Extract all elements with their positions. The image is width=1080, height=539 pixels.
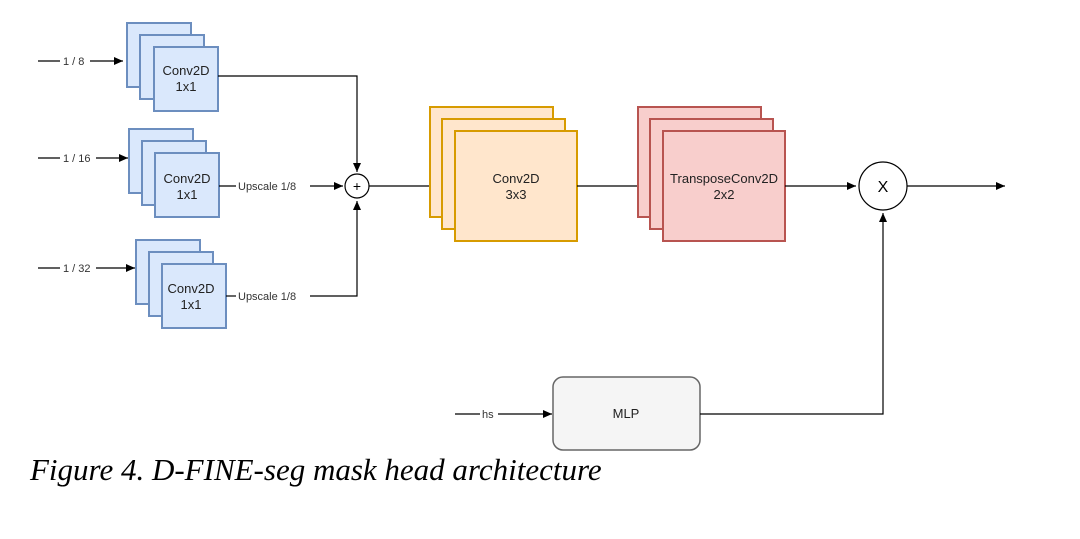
input-arrow-1-32: 1 / 32 xyxy=(38,263,135,275)
edge-bot-to-add: Upscale 1/8 xyxy=(226,201,361,303)
edge-mlp-to-multiply xyxy=(700,213,887,415)
conv2d-1x1-top-label: Conv2D xyxy=(163,63,210,78)
conv2d-3x3-label: Conv2D xyxy=(493,171,540,186)
add-symbol: + xyxy=(353,178,361,194)
conv2d-1x1-bot-stack: Conv2D 1x1 xyxy=(135,239,227,329)
input-label-hs: hs xyxy=(482,409,494,421)
input-arrow-hs: hs xyxy=(455,409,552,421)
multiply-node: X xyxy=(858,161,908,211)
input-arrow-1-8: 1 / 8 xyxy=(38,56,123,68)
conv2d-1x1-bot-size: 1x1 xyxy=(181,297,202,312)
upscale-bot-label: Upscale 1/8 xyxy=(238,291,296,303)
input-label-1-16: 1 / 16 xyxy=(63,153,91,165)
conv2d-1x1-top-stack: Conv2D 1x1 xyxy=(126,22,219,112)
input-label-1-8: 1 / 8 xyxy=(63,56,84,68)
mlp-block: MLP xyxy=(552,376,701,451)
transpose-conv2d-label: TransposeConv2D xyxy=(670,171,778,186)
upscale-mid-label: Upscale 1/8 xyxy=(238,181,296,193)
figure-caption: Figure 4. D-FINE-seg mask head architect… xyxy=(30,452,602,487)
conv2d-1x1-bot-label: Conv2D xyxy=(168,281,215,296)
mask-head-diagram: 1 / 8 1 / 16 1 / 32 Conv2D 1x1 Conv2D 1x… xyxy=(38,22,1005,451)
conv2d-1x1-top-size: 1x1 xyxy=(176,79,197,94)
transpose-conv2d-stack: TransposeConv2D 2x2 xyxy=(637,106,786,242)
transpose-conv2d-size: 2x2 xyxy=(714,187,735,202)
add-node: + xyxy=(344,173,370,199)
input-label-1-32: 1 / 32 xyxy=(63,263,91,275)
multiply-symbol: X xyxy=(878,179,889,196)
conv2d-1x1-mid-size: 1x1 xyxy=(177,187,198,202)
conv2d-3x3-size: 3x3 xyxy=(506,187,527,202)
edge-top-to-add xyxy=(218,75,361,172)
mlp-label: MLP xyxy=(613,406,640,421)
conv2d-3x3-stack: Conv2D 3x3 xyxy=(429,106,578,242)
edge-mid-to-add: Upscale 1/8 xyxy=(219,181,343,193)
conv2d-1x1-mid-stack: Conv2D 1x1 xyxy=(128,128,220,218)
conv2d-1x1-mid-label: Conv2D xyxy=(164,171,211,186)
input-arrow-1-16: 1 / 16 xyxy=(38,153,128,165)
